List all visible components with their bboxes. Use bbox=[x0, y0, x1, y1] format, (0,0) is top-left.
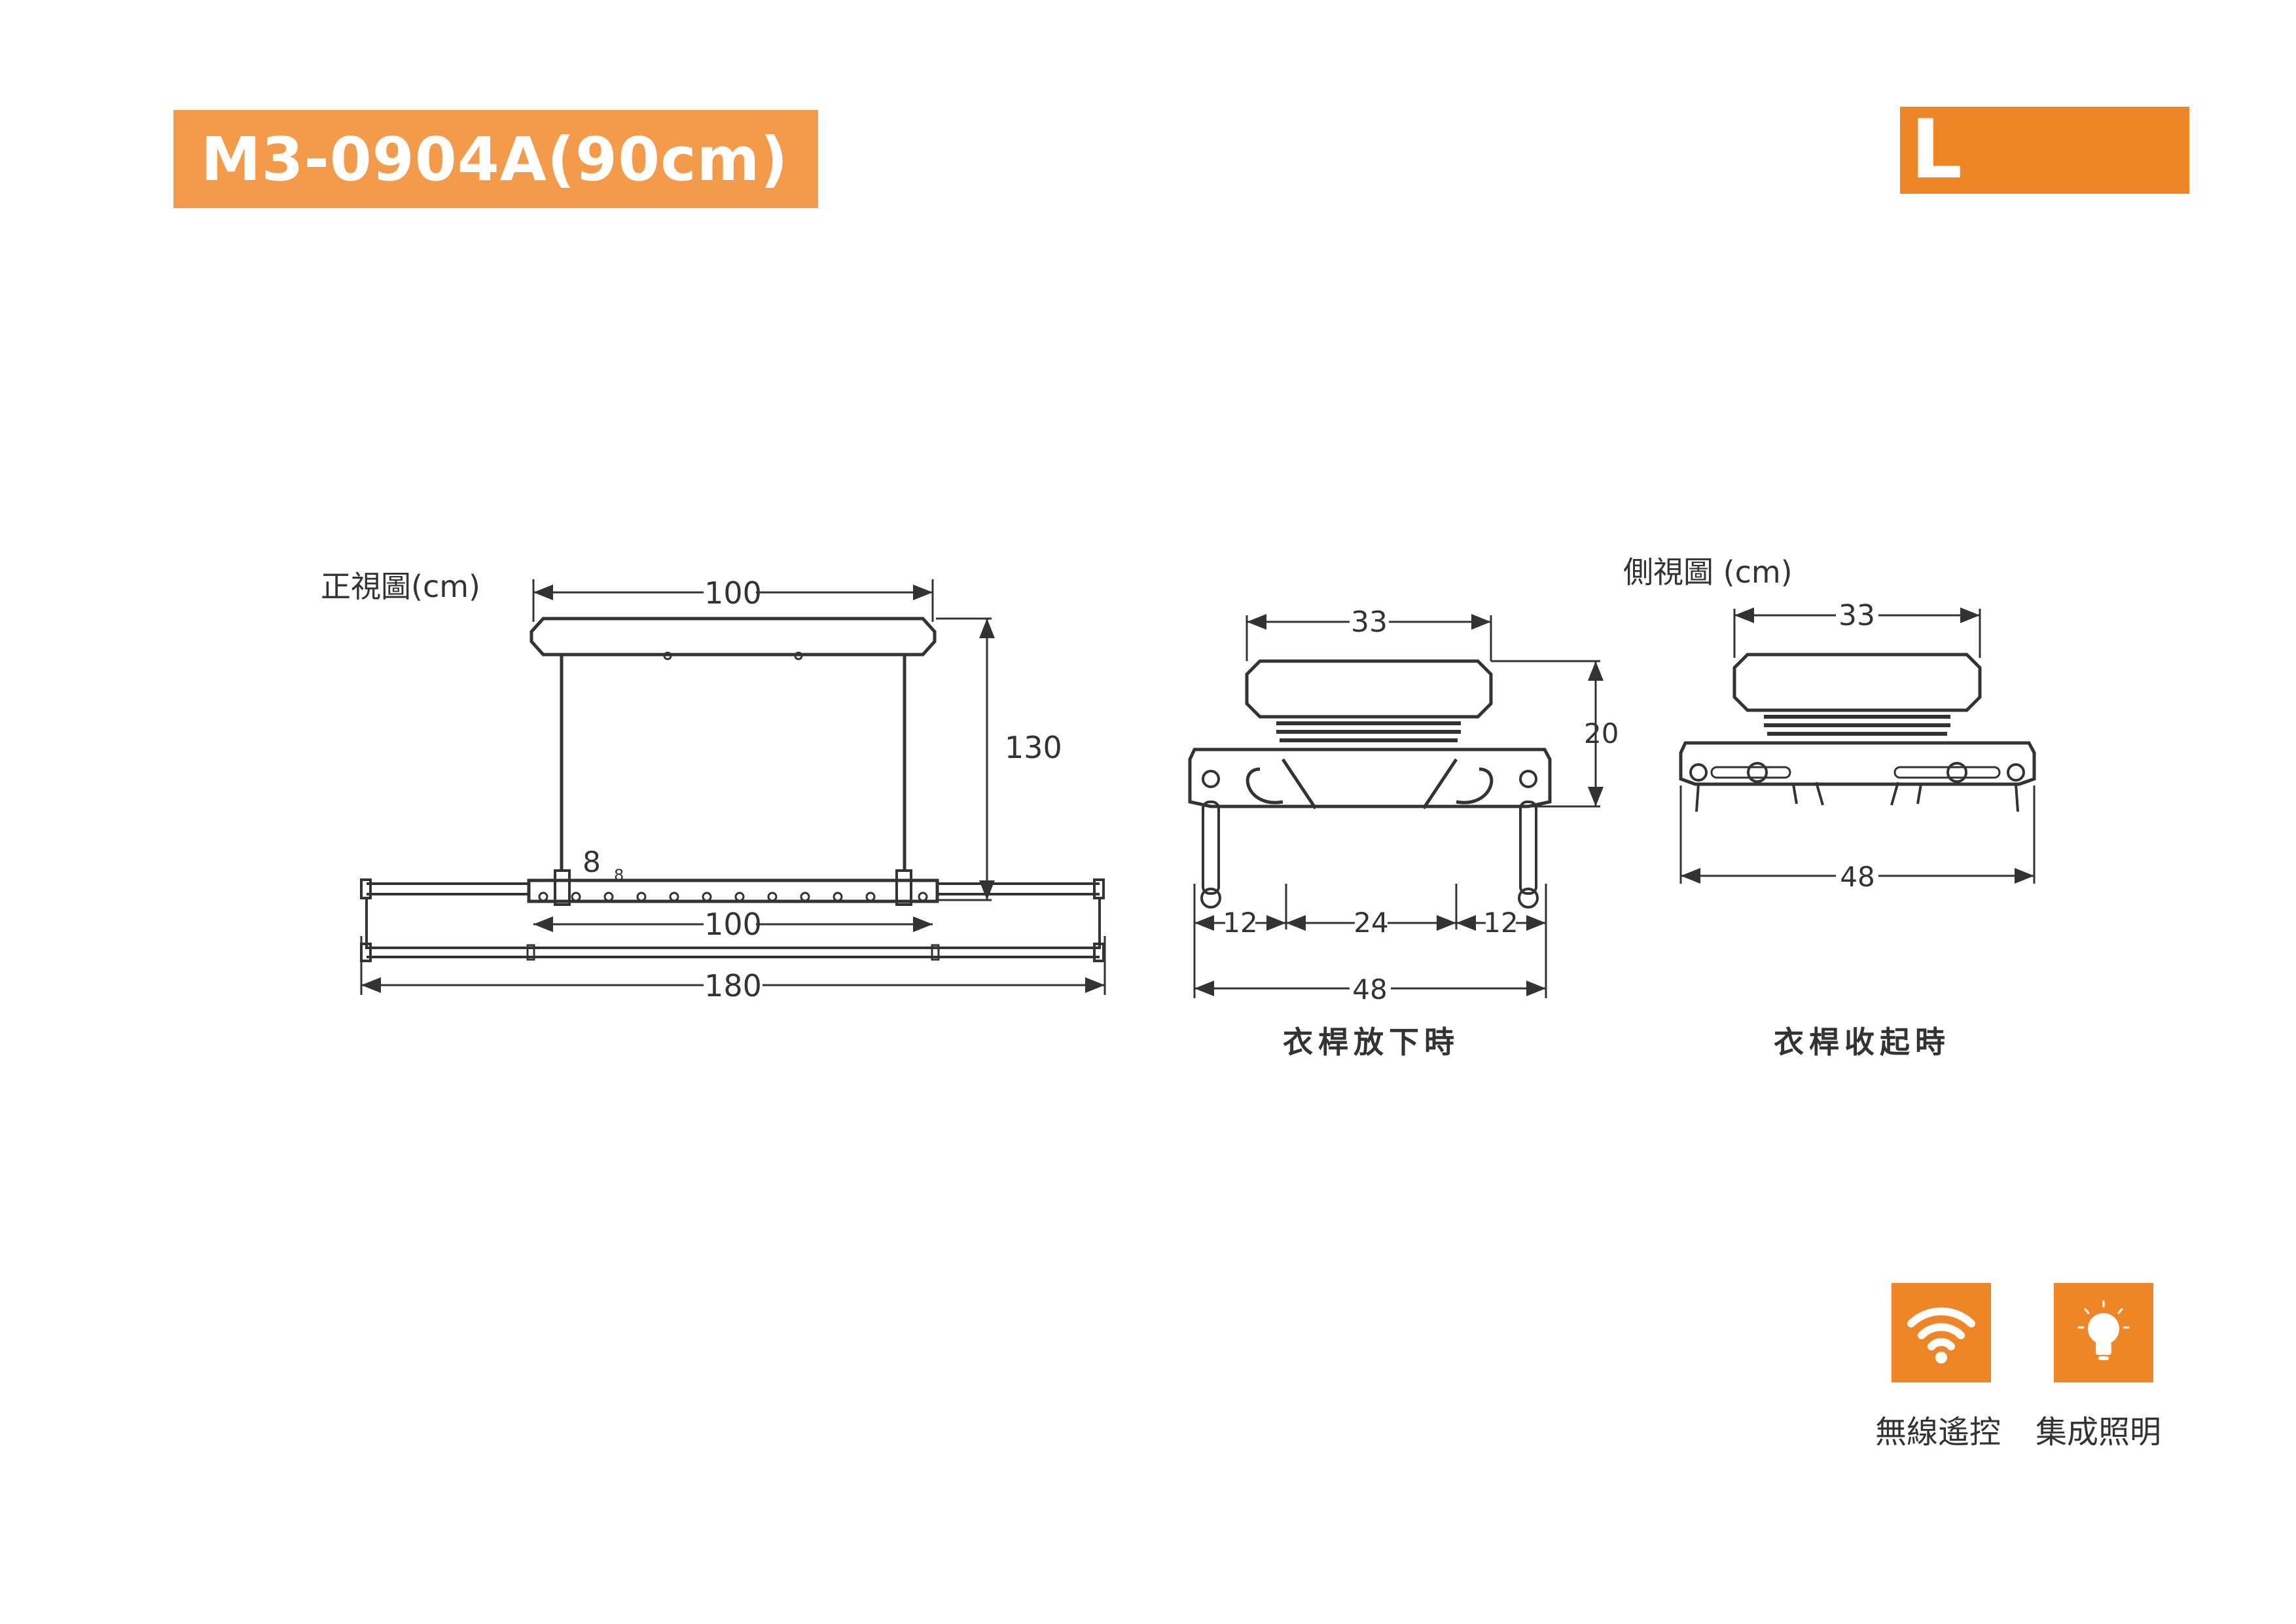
side-lowered-dim-top: 33 bbox=[1351, 605, 1388, 639]
side-raised-caption: 衣桿收起時 bbox=[1774, 1024, 1950, 1060]
side-view-lowered: 33 20 bbox=[1188, 605, 1619, 1060]
bracket-raised bbox=[1679, 741, 2036, 786]
lightbulb-icon bbox=[2077, 1300, 2130, 1360]
motor-housing-raised bbox=[1732, 653, 1982, 712]
front-view-caption: 正視圖(cm) bbox=[321, 569, 480, 604]
side-raised-dim-top: 33 bbox=[1839, 599, 1875, 632]
model-title-bar: M3-0904A(90cm) bbox=[173, 110, 818, 208]
side-lowered-dim-total: 48 bbox=[1352, 973, 1387, 1005]
model-title: M3-0904A(90cm) bbox=[201, 124, 789, 194]
side-lowered-dim-left: 12 bbox=[1223, 907, 1257, 939]
side-lowered-caption: 衣桿放下時 bbox=[1283, 1024, 1460, 1060]
bracket bbox=[1188, 748, 1552, 808]
side-lowered-dim-height: 20 bbox=[1584, 717, 1619, 749]
side-view-raised: 側視圖 (cm) 33 48 衣桿收起時 bbox=[1623, 554, 2036, 1060]
main-hanging-bar bbox=[527, 878, 939, 903]
wifi-feature-tile bbox=[1892, 1283, 1991, 1382]
dim-total-width: 180 bbox=[704, 968, 762, 1003]
side-lowered-dim-right: 12 bbox=[1483, 907, 1518, 939]
ceiling-unit bbox=[529, 617, 937, 657]
dim-top-width: 100 bbox=[704, 575, 762, 611]
brand-name: L Best bbox=[1910, 103, 2115, 284]
dim-bar-width: 100 bbox=[704, 907, 762, 942]
dim-hanger-pitch: 8 bbox=[583, 846, 601, 879]
motor-housing bbox=[1245, 659, 1493, 719]
side-raised-dim-total: 48 bbox=[1840, 861, 1874, 893]
cable-drum bbox=[1276, 721, 1461, 742]
lighting-feature-tile bbox=[2054, 1283, 2153, 1382]
feature-label-lighting: 集成照明 bbox=[2036, 1414, 2162, 1451]
side-view-caption: 側視圖 (cm) bbox=[1623, 554, 1793, 590]
hanger-holes bbox=[538, 892, 928, 902]
front-view: 正視圖(cm) 100 130 8 8 bbox=[321, 569, 1106, 1003]
wifi-icon bbox=[1907, 1307, 1975, 1363]
side-lowered-dim-middle: 24 bbox=[1354, 907, 1388, 939]
feature-label-remote: 無線遙控 bbox=[1875, 1414, 2001, 1451]
brand-logo: L Best bbox=[1900, 107, 2189, 281]
dim-height: 130 bbox=[1005, 730, 1062, 765]
